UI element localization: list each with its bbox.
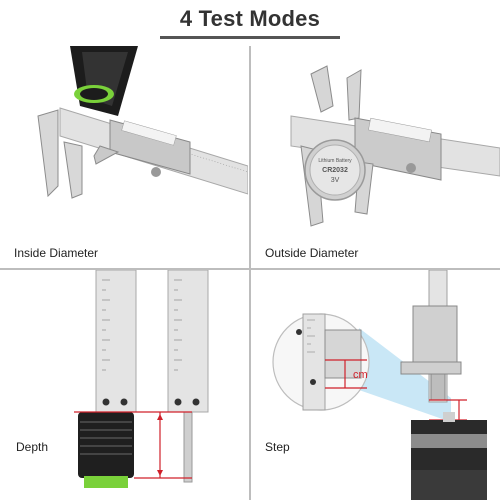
caption-outside-diameter: Outside Diameter (265, 246, 359, 260)
magnifier-icon (272, 313, 370, 411)
vertical-divider (249, 46, 251, 500)
battery-model-text: CR2032 (322, 167, 348, 174)
caption-depth: Depth (16, 440, 49, 454)
coin-battery-icon: Lithium Battery CR2032 3V (304, 139, 366, 201)
magnify-beam (359, 328, 451, 422)
battery-voltage-text: 3V (331, 177, 340, 184)
battery-brand-text: Lithium Battery (318, 158, 352, 164)
panel-step: cm Step (251, 270, 500, 500)
title-underline (160, 36, 340, 39)
caliper-icon (37, 107, 248, 199)
panel-depth: Depth (0, 270, 248, 500)
step-unit-label: cm (353, 369, 368, 381)
stepper-motor-icon (411, 412, 487, 500)
flashlight-icon (78, 412, 134, 488)
caliper-icon (400, 270, 462, 403)
inside-diameter-illustration (37, 46, 248, 199)
outside-diameter-illustration: Lithium Battery CR2032 3V (290, 65, 500, 227)
panel-inside-diameter: Inside Diameter (0, 46, 248, 268)
page-title: 4 Test Modes (179, 6, 321, 31)
caliper-icon (95, 270, 209, 483)
panel-outside-diameter: Lithium Battery CR2032 3V Outside Diamet… (251, 46, 500, 268)
depth-illustration (74, 270, 209, 488)
caption-step: Step (265, 440, 290, 454)
step-illustration: cm (272, 270, 487, 500)
depth-measurement-marker (74, 411, 192, 479)
caption-inside-diameter: Inside Diameter (14, 246, 99, 260)
flashlight-icon (70, 46, 138, 116)
